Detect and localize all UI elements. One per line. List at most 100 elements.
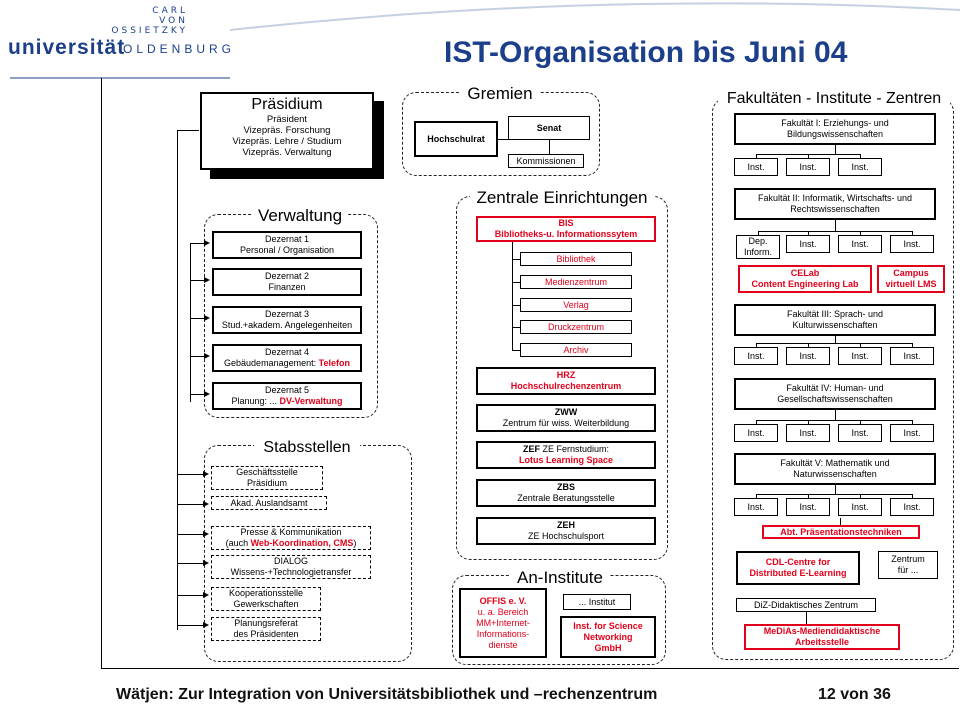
zeh-name: ZE Hochschulsport	[527, 531, 605, 541]
stabsstelle-connector	[177, 595, 205, 596]
zww-label: ZWW	[554, 407, 578, 417]
senat-to-kommissionen	[549, 140, 550, 154]
bis-sub-label: Medienzentrum	[544, 276, 608, 287]
inst-label: Inst.	[851, 350, 869, 361]
inst-label: Inst.	[851, 427, 869, 438]
diz-connector	[806, 612, 807, 624]
campus-box: Campus virtuell LMS	[877, 265, 945, 293]
inst-box: Inst.	[786, 424, 830, 442]
offis-box: OFFIS e. V. u. a. Bereich MM+Internet- I…	[459, 588, 547, 658]
fakultaet-name-cont: Kulturwissenschaften	[792, 320, 878, 330]
inst-label: Inst.	[799, 427, 817, 438]
stabsstelle-desc: des Präsidenten	[212, 629, 320, 640]
inst-connector	[860, 494, 861, 498]
inst-box: Inst.	[734, 498, 778, 516]
verwaltung-connector	[190, 356, 204, 357]
inst-label: Inst.	[747, 427, 765, 438]
bis-sub-box: Druckzentrum	[520, 320, 632, 334]
slide-left-border	[101, 78, 102, 668]
bis-sub-label: Verlag	[563, 299, 589, 310]
inst-label: Inst.	[903, 238, 921, 249]
celab-name: Content Engineering Lab	[751, 279, 859, 289]
fakultaet-name-cont: Gesellschaftswissenschaften	[777, 394, 893, 404]
arrow-icon	[204, 391, 210, 397]
offis-line: OFFIS e. V.	[479, 595, 527, 606]
logo-line-ossietzky: OSSIETZKY	[111, 26, 188, 36]
zentrale-title: Zentrale Einrichtungen	[470, 188, 654, 208]
verwaltung-connector	[190, 280, 204, 281]
inst-connector	[860, 231, 861, 235]
inst-row-connector	[756, 420, 912, 421]
inst-label: Inst.	[851, 161, 869, 172]
stabsstelle-box: Presse & Kommunikation(auch Web-Koordina…	[211, 526, 371, 550]
stabsstelle-name: Kooperationsstelle	[228, 588, 304, 598]
stabsstelle-desc-text: des Präsidenten	[233, 629, 299, 639]
inst-label: Inst.	[799, 161, 817, 172]
stabsstelle-connector	[177, 474, 205, 475]
stabsstelle-desc-text: Wissens-+Technologietransfer	[230, 567, 352, 577]
logo-line-von: VON	[159, 16, 188, 26]
inst-box: Inst.	[786, 498, 830, 516]
zef-label: ZEF	[522, 444, 540, 454]
bis-sub-connector	[512, 259, 520, 260]
cdl-box: CDL-Centre for Distributed E-Learning	[736, 551, 860, 585]
slide-bottom-border	[101, 668, 959, 669]
medias-box: MeDiAs-Mediendidaktische Arbeitsstelle	[744, 624, 900, 650]
arrow-icon	[204, 315, 210, 321]
zentrum-box: Zentrum für ...	[878, 551, 938, 579]
verwaltung-connector	[190, 243, 204, 244]
fakultaet-connector	[835, 485, 836, 494]
inst-connector	[756, 154, 757, 158]
praesidium-box: Präsidium Präsident Vizepräs. Forschung …	[200, 92, 374, 170]
abt-praesentation-box: Abt. Präsentationstechniken	[762, 525, 920, 539]
offis-line: Informations-	[476, 628, 530, 639]
inst-connector	[912, 494, 913, 498]
kommissionen-label: Kommissionen	[516, 155, 576, 166]
diz-box: DiZ-Didaktisches Zentrum	[736, 598, 876, 612]
bis-sub-box: Verlag	[520, 298, 632, 312]
spine-line	[177, 130, 178, 630]
science-line: GmbH	[594, 642, 622, 653]
fakultaet-box: Fakultät II: Informatik, Wirtschafts- un…	[734, 188, 936, 220]
inst-box: Inst.	[838, 424, 882, 442]
stabsstelle-desc-text: Gewerkschaften	[233, 599, 299, 609]
medias-line: MeDiAs-Mediendidaktische	[763, 626, 881, 636]
arrow-icon	[203, 531, 209, 537]
inst-box: Inst.	[734, 424, 778, 442]
inst-row-connector	[756, 343, 912, 344]
institut-label: ... Institut	[578, 596, 616, 607]
inst-connector	[912, 420, 913, 424]
hochschulrat-label: Hochschulrat	[427, 133, 485, 144]
bis-sub-connector	[512, 327, 520, 328]
zef-desc: ZE Fernstudium:	[539, 444, 610, 454]
fakultaet-connector	[835, 336, 836, 343]
fakultaet-name: Fakultät I: Erziehungs- und	[781, 118, 889, 128]
zbs-label: ZBS	[557, 482, 575, 492]
dezernat-number: Dezernat 4	[264, 347, 310, 357]
abt-praesentation-label: Abt. Präsentationstechniken	[780, 526, 902, 537]
verwaltung-connector	[190, 318, 204, 319]
dezernat-desc-text: Stud.+akadem. Angelegenheiten	[221, 320, 353, 330]
stabsstelle-name: DIALOG	[273, 556, 308, 566]
dezernat-desc: Finanzen	[214, 282, 360, 293]
stabsstelle-connector	[177, 504, 205, 505]
fakultaet-connector	[835, 410, 836, 420]
inst-label: Inst.	[903, 501, 921, 512]
fakultaet-name: Fakultät V: Mathematik und	[780, 458, 890, 468]
science-line: Inst. for Science	[573, 620, 643, 631]
stabsstelle-connector	[177, 625, 205, 626]
inst-connector	[860, 154, 861, 158]
bis-box: BIS Bibliotheks-u. Informationssytem	[476, 216, 656, 242]
zef-name: Lotus Learning Space	[518, 455, 614, 465]
dezernat-desc-highlight: DV-Verwaltung	[279, 396, 343, 406]
inst-row-connector	[756, 494, 912, 495]
arrow-icon	[203, 471, 209, 477]
bis-label: BIS	[558, 218, 574, 228]
